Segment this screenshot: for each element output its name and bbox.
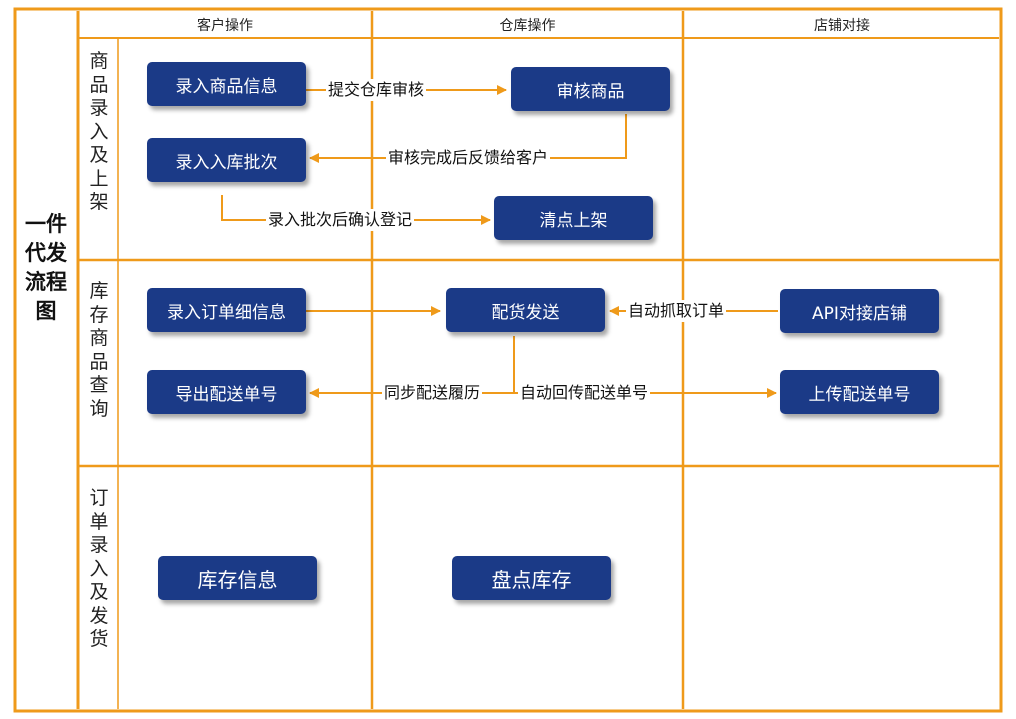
column-header-store: 店铺对接 xyxy=(814,18,870,34)
box-stocktake[interactable]: 盘点库存 xyxy=(452,556,611,600)
edge-label-submit-review: 提交仓库审核 xyxy=(326,79,427,101)
box-enter-order-detail[interactable]: 录入订单细信息 xyxy=(147,288,306,332)
box-export-tracking[interactable]: 导出配送单号 xyxy=(147,370,306,414)
edge-label-sync-history: 同步配送履历 xyxy=(382,382,483,404)
column-header-warehouse: 仓库操作 xyxy=(499,18,556,34)
box-enter-product-info[interactable]: 录入商品信息 xyxy=(147,62,306,106)
row-label-order-shipping: 订单录入及发货 xyxy=(89,487,109,650)
box-upload-tracking[interactable]: 上传配送单号 xyxy=(780,370,939,414)
diagram-title: 一件代发流程图 xyxy=(25,212,67,323)
edge-label-auto-fetch: 自动抓取订单 xyxy=(626,300,727,322)
row-label-inventory-query: 库存商品查询 xyxy=(89,280,109,420)
edge-label-review-feedback: 审核完成后反馈给客户 xyxy=(386,147,551,169)
edge-label-confirm-register: 录入批次后确认登记 xyxy=(266,209,415,231)
row-label-product-entry: 商品录入及上架 xyxy=(89,50,109,213)
box-count-and-shelve[interactable]: 清点上架 xyxy=(494,196,653,240)
box-distribute-ship[interactable]: 配货发送 xyxy=(446,288,605,332)
box-inventory-info[interactable]: 库存信息 xyxy=(158,556,317,600)
column-header-customer: 客户操作 xyxy=(197,18,253,34)
box-enter-batch[interactable]: 录入入库批次 xyxy=(147,138,306,182)
box-review-product[interactable]: 审核商品 xyxy=(511,67,670,111)
box-api-store[interactable]: API对接店铺 xyxy=(780,289,939,333)
outer-border xyxy=(13,7,1003,713)
edge-label-auto-return: 自动回传配送单号 xyxy=(518,382,651,404)
